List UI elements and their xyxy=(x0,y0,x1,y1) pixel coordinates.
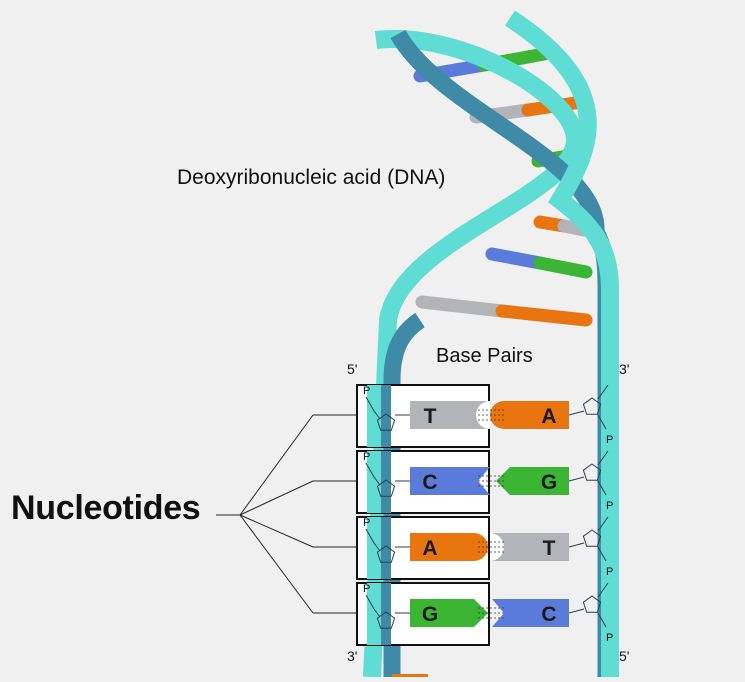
backbone-line xyxy=(365,528,381,552)
sugar-pentagon xyxy=(582,595,602,613)
sugar-pentagon xyxy=(582,397,602,415)
dark-strand-left xyxy=(383,312,425,677)
right-base xyxy=(496,467,569,495)
left-base xyxy=(410,467,490,495)
sugar-pentagon xyxy=(376,611,396,629)
backbone-line xyxy=(365,462,381,486)
nucleotide-leader-lines xyxy=(216,414,357,614)
base-pair-group: P P T A P P C G P P A T P P G C xyxy=(356,384,613,646)
helix-rung xyxy=(495,304,593,327)
strand-segment-light xyxy=(367,385,381,447)
left-base xyxy=(410,533,488,561)
left-base-letter: C xyxy=(422,471,437,494)
left-base-letter: G xyxy=(422,603,438,626)
nucleotide-leader-line xyxy=(239,514,314,548)
backbone-line xyxy=(597,516,609,532)
strand-segment-dark xyxy=(381,451,391,513)
backbone-line xyxy=(597,480,607,496)
nucleotide-leader-line xyxy=(239,480,314,516)
phosphate-label: P xyxy=(606,632,613,644)
strand-segment-dark xyxy=(381,517,391,579)
strand-segment-light xyxy=(367,451,381,513)
backbone-line xyxy=(597,414,607,430)
phosphate-label: P xyxy=(363,517,370,529)
backbone-line xyxy=(597,384,609,400)
sugar-pentagon xyxy=(376,479,396,497)
base-notch xyxy=(490,533,504,561)
strand-segment-light xyxy=(367,517,381,579)
nucleotide-leader-line xyxy=(239,514,314,614)
phosphate-label: P xyxy=(363,451,370,463)
base-pairs-heading: Base Pairs xyxy=(436,345,533,367)
helix-rung xyxy=(533,256,593,279)
helix-rung xyxy=(485,247,547,270)
backbone-line xyxy=(597,546,607,562)
base-pair-row: P P G C xyxy=(356,582,613,646)
left-base-letter: A xyxy=(422,537,437,560)
base-pair-row: P P A T xyxy=(356,516,613,580)
glycosidic-bond xyxy=(568,608,585,614)
right-base xyxy=(492,599,569,627)
light-strand-upper xyxy=(363,29,585,678)
sugar-pentagon xyxy=(376,545,396,563)
phosphate-label: P xyxy=(606,500,613,512)
phosphate-label: P xyxy=(363,385,370,397)
phosphate-label: P xyxy=(606,434,613,446)
backbone-line xyxy=(365,396,381,420)
right-base-letter: G xyxy=(541,471,557,494)
sugar-pentagon xyxy=(376,413,396,431)
dna-strands xyxy=(363,10,619,678)
sugar-pentagon xyxy=(582,463,602,481)
backbone-line xyxy=(597,450,609,466)
backbone-line xyxy=(365,594,381,618)
right-base xyxy=(490,533,569,561)
phosphate-label: P xyxy=(606,566,613,578)
diagram-title: Deoxyribonucleic acid (DNA) xyxy=(177,166,446,189)
glycosidic-bond xyxy=(568,410,585,416)
strand-end-left-bottom: 3' xyxy=(347,648,358,664)
base-pair-row: P P C G xyxy=(356,450,613,514)
backbone-line xyxy=(597,582,609,598)
helix-rung xyxy=(415,295,509,318)
strand-end-right-bottom: 5' xyxy=(619,648,630,664)
left-base xyxy=(410,401,490,429)
strand-segment-dark xyxy=(381,583,391,645)
glycosidic-bond xyxy=(568,542,585,548)
strand-segment-dark xyxy=(381,385,391,447)
phosphate-label: P xyxy=(363,583,370,595)
dark-strand-main xyxy=(390,29,605,233)
glycosidic-bond xyxy=(568,476,585,482)
strand-segment-light xyxy=(367,583,381,645)
left-base-letter: T xyxy=(424,405,437,428)
nucleotide-leader-line xyxy=(239,414,314,516)
right-base-letter: C xyxy=(541,603,556,626)
backbone-line xyxy=(597,612,607,628)
strand-end-right-top: 3' xyxy=(619,361,630,377)
left-base xyxy=(410,599,488,627)
strand-end-left-top: 5' xyxy=(347,361,358,377)
sugar-pentagon xyxy=(582,529,602,547)
right-base-letter: A xyxy=(541,405,556,428)
light-strand-right xyxy=(505,10,619,677)
base-pair-row: P P T A xyxy=(356,384,613,448)
nucleotides-label: Nucleotides xyxy=(11,489,201,527)
right-base xyxy=(490,401,569,429)
right-base-letter: T xyxy=(543,537,556,560)
